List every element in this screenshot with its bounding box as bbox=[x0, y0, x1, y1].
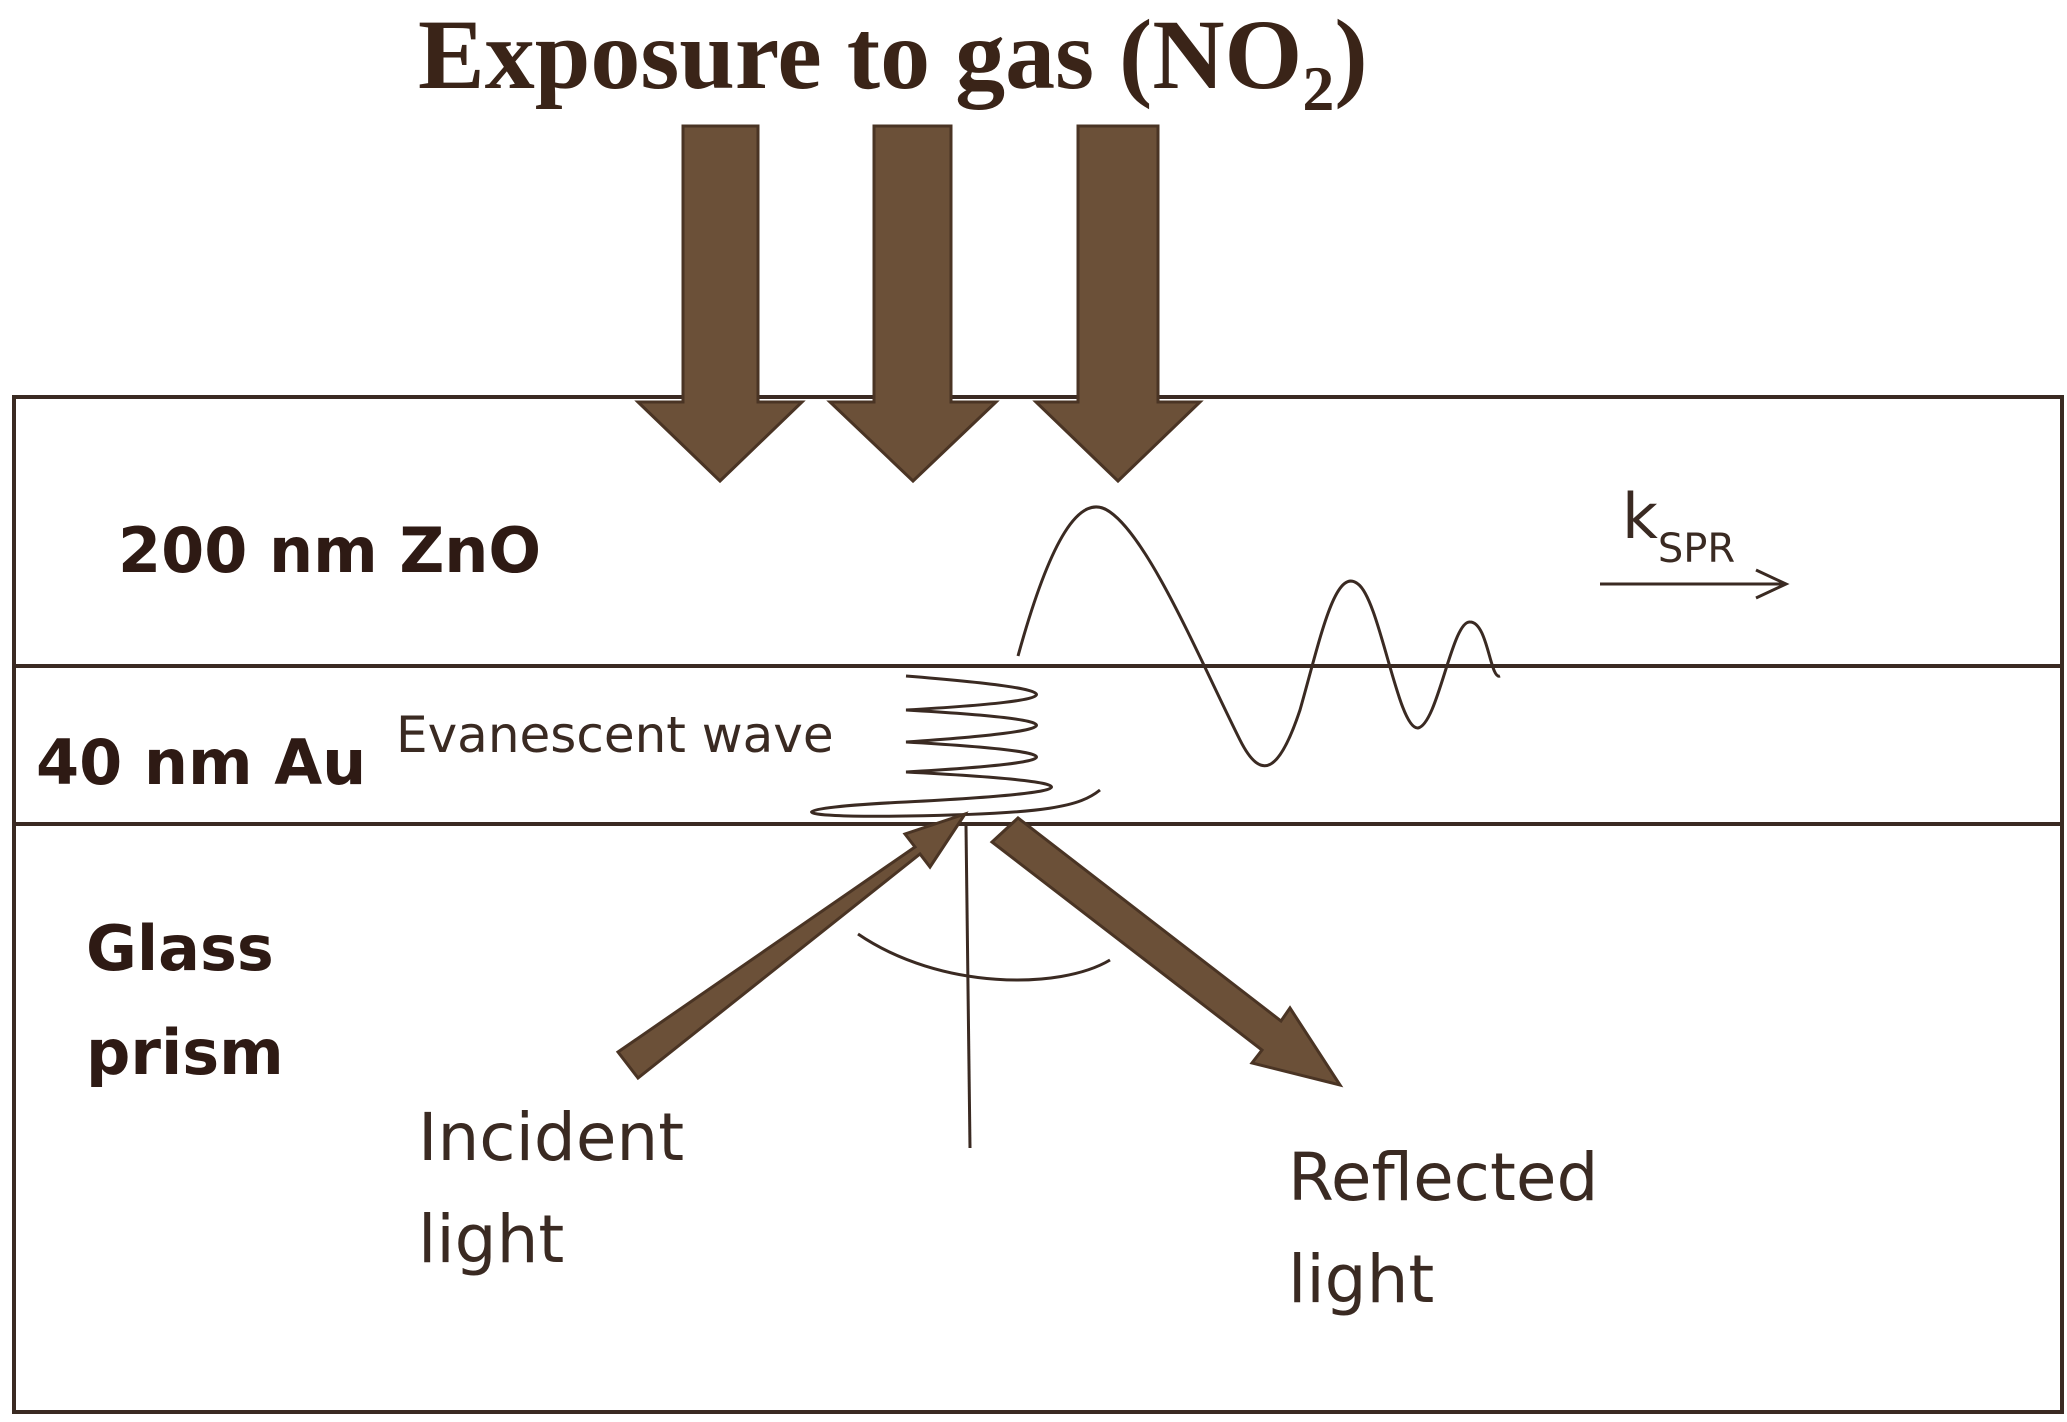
title-subscript: 2 bbox=[1302, 53, 1334, 124]
incident-label-line1: Incident bbox=[418, 1099, 684, 1176]
k-subscript: SPR bbox=[1658, 526, 1735, 572]
surface-plasmon-wave bbox=[1016, 505, 1501, 768]
reflected-label-line1: Reflected bbox=[1288, 1139, 1598, 1216]
glass-label-line2: prism bbox=[86, 1016, 284, 1089]
gas-arrow-left bbox=[634, 124, 806, 484]
evanescent-wave-label: Evanescent wave bbox=[396, 706, 834, 764]
gas-arrow-right bbox=[1032, 124, 1204, 484]
k-spr-label: kSPR bbox=[1622, 480, 1735, 572]
incident-label-line2: light bbox=[418, 1201, 564, 1278]
layer-stack-frame bbox=[12, 395, 2064, 1414]
gas-arrow-middle bbox=[826, 124, 1000, 484]
normal-line bbox=[964, 825, 972, 1149]
k-symbol: k bbox=[1622, 480, 1658, 553]
diagram-title: Exposure to gas (NO2) bbox=[418, 0, 1368, 124]
title-main: Exposure to gas (NO bbox=[418, 0, 1302, 110]
gas-arrows bbox=[634, 124, 1204, 484]
k-spr-arrow-head bbox=[1755, 568, 1790, 600]
title-close: ) bbox=[1334, 0, 1367, 110]
evanescent-wave bbox=[810, 674, 1101, 818]
zno-layer-label: 200 nm ZnO bbox=[118, 514, 541, 587]
reflected-label-line2: light bbox=[1288, 1241, 1434, 1318]
glass-label-line1: Glass bbox=[86, 912, 274, 985]
au-layer-label: 40 nm Au bbox=[36, 726, 366, 799]
angle-arc bbox=[857, 932, 1111, 982]
reflected-light-arrow bbox=[989, 816, 1344, 1088]
incident-light-arrow bbox=[615, 811, 969, 1081]
